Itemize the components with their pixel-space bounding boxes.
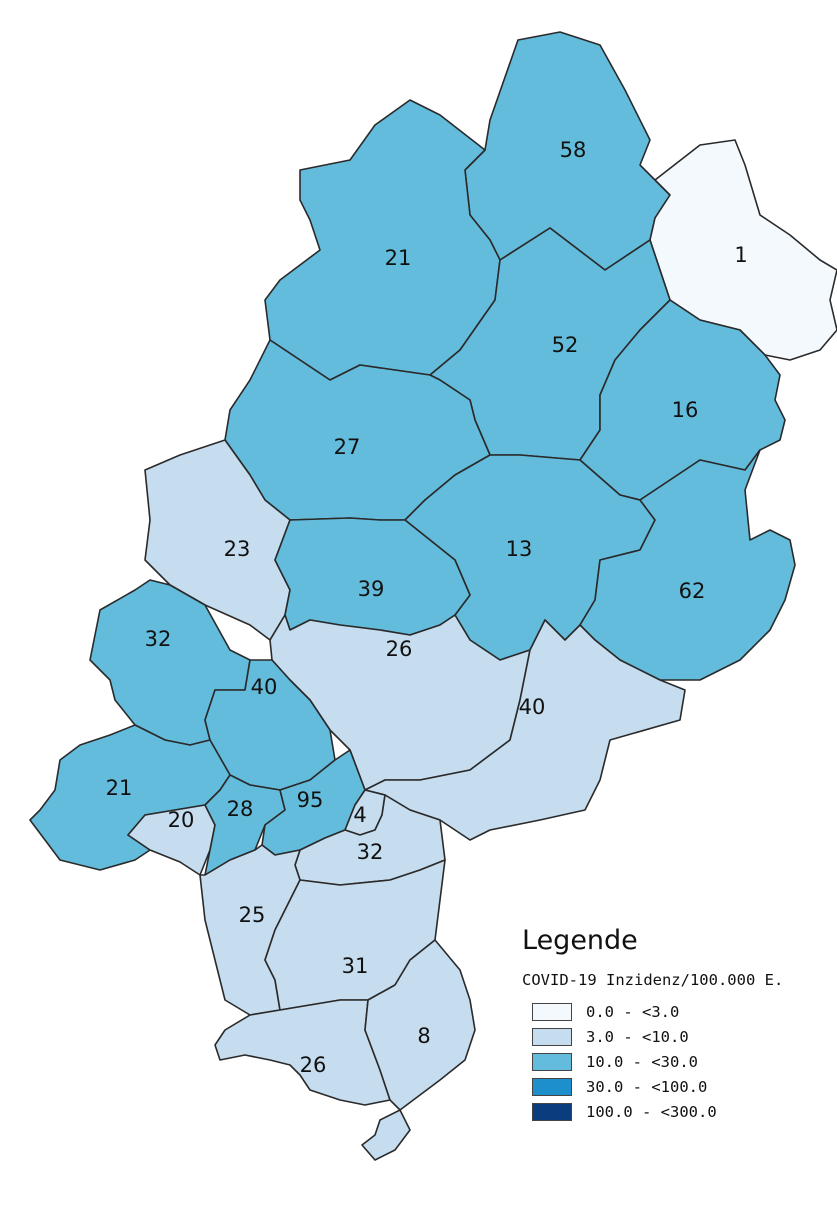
legend-label: 30.0 - <100.0	[586, 1077, 708, 1096]
district-value-label: 4	[353, 803, 366, 827]
district-value-label: 40	[251, 675, 278, 699]
district-value-label: 32	[357, 840, 384, 864]
legend-item: 10.0 - <30.0	[522, 1049, 832, 1074]
district-value-label: 32	[145, 627, 172, 651]
legend-label: 10.0 - <30.0	[586, 1052, 698, 1071]
district-value-label: 8	[417, 1024, 430, 1048]
legend-swatch	[532, 1027, 572, 1046]
district-value-label: 58	[560, 138, 587, 162]
district-value-label: 40	[519, 695, 546, 719]
legend-swatch	[532, 1102, 572, 1121]
district-value-label: 31	[342, 954, 369, 978]
legend-label: 0.0 - <3.0	[586, 1002, 680, 1021]
district-region	[144, 439, 291, 641]
district-value-label: 23	[224, 537, 251, 561]
legend-swatch	[532, 1052, 572, 1071]
legend-title: Legende	[522, 925, 638, 956]
district-value-label: 26	[386, 637, 413, 661]
district-value-label: 26	[300, 1053, 327, 1077]
district-value-label: 1	[734, 243, 747, 267]
district-region	[364, 619, 686, 841]
district-value-label: 39	[358, 577, 385, 601]
legend-label: 3.0 - <10.0	[586, 1027, 689, 1046]
district-value-label: 25	[239, 903, 266, 927]
map-legend: Legende COVID-19 Inzidenz/100.000 E. 0.0…	[522, 925, 832, 1124]
district-value-label: 20	[168, 808, 195, 832]
legend-item: 30.0 - <100.0	[522, 1074, 832, 1099]
district-value-label: 27	[334, 435, 361, 459]
legend-item: 100.0 - <300.0	[522, 1099, 832, 1124]
legend-label: 100.0 - <300.0	[586, 1102, 717, 1121]
district-region	[361, 1109, 411, 1161]
legend-swatch	[532, 1077, 572, 1096]
legend-subtitle: COVID-19 Inzidenz/100.000 E.	[522, 971, 784, 989]
district-value-label: 13	[506, 537, 533, 561]
district-value-label: 21	[385, 246, 412, 270]
district-value-label: 95	[297, 788, 324, 812]
legend-item: 3.0 - <10.0	[522, 1024, 832, 1049]
district-region	[264, 99, 501, 381]
legend-item: 0.0 - <3.0	[522, 999, 832, 1024]
district-value-label: 52	[552, 333, 579, 357]
district-value-label: 62	[679, 579, 706, 603]
district-value-label: 28	[227, 797, 254, 821]
legend-swatch	[532, 1002, 572, 1021]
district-value-label: 16	[672, 398, 699, 422]
district-region	[364, 939, 476, 1111]
district-value-label: 21	[106, 776, 133, 800]
district-region	[579, 449, 796, 681]
